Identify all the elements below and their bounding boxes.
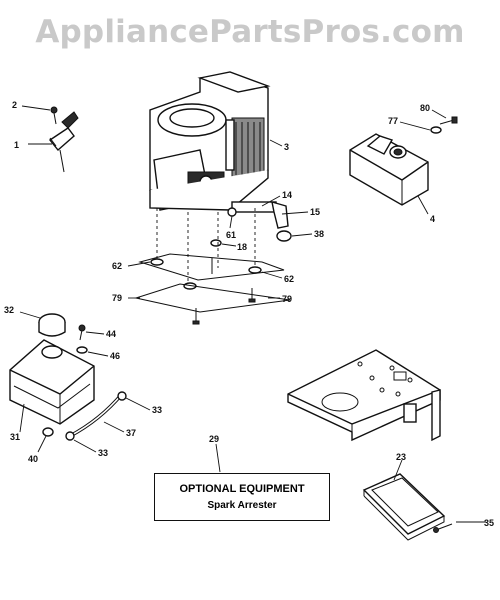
elbow-fitting-15[interactable] bbox=[231, 201, 289, 229]
throttle-control[interactable] bbox=[48, 111, 79, 173]
callout-77: 77 bbox=[388, 116, 398, 126]
washer-18[interactable] bbox=[210, 239, 222, 247]
screw-35[interactable] bbox=[433, 523, 453, 533]
callout-14: 14 bbox=[282, 190, 292, 200]
optional-equipment-title: OPTIONAL EQUIPMENT bbox=[179, 483, 305, 495]
bolt-79b[interactable] bbox=[248, 288, 256, 303]
engine[interactable] bbox=[149, 71, 271, 211]
callout-33b: 33 bbox=[98, 448, 108, 458]
callout-3: 3 bbox=[284, 142, 289, 152]
washer-77[interactable] bbox=[430, 126, 442, 134]
washer-46[interactable] bbox=[76, 346, 88, 354]
callout-37: 37 bbox=[126, 428, 136, 438]
fuel-line-37[interactable] bbox=[69, 392, 124, 438]
washer-61[interactable] bbox=[227, 207, 237, 217]
callout-44: 44 bbox=[106, 329, 116, 339]
fuel-cap[interactable] bbox=[38, 313, 66, 337]
callout-79a: 79 bbox=[112, 293, 122, 303]
callout-38: 38 bbox=[314, 229, 324, 239]
callout-35: 35 bbox=[484, 518, 494, 528]
callout-62a: 62 bbox=[112, 261, 122, 271]
bolt-80[interactable] bbox=[439, 116, 458, 125]
callout-61: 61 bbox=[226, 230, 236, 240]
callout-1: 1 bbox=[14, 140, 19, 150]
optional-equipment-box: OPTIONAL EQUIPMENT Spark Arrester bbox=[154, 473, 330, 521]
clamp-33b[interactable] bbox=[65, 431, 75, 441]
fuel-tank[interactable] bbox=[9, 339, 95, 425]
callout-2: 2 bbox=[12, 100, 17, 110]
callout-32: 32 bbox=[4, 305, 14, 315]
callout-18: 18 bbox=[237, 242, 247, 252]
callout-33a: 33 bbox=[152, 405, 162, 415]
callout-79b: 79 bbox=[282, 294, 292, 304]
spark-arrester-label: Spark Arrester bbox=[207, 500, 277, 511]
callout-31: 31 bbox=[10, 432, 20, 442]
engine-mount-frame[interactable] bbox=[287, 349, 441, 442]
nut-38[interactable] bbox=[276, 230, 292, 242]
watermark: AppliancePartsPros.com bbox=[35, 14, 465, 50]
screw-part-2[interactable] bbox=[50, 106, 58, 125]
spark-arrester[interactable] bbox=[362, 473, 446, 541]
callout-62b: 62 bbox=[284, 274, 294, 284]
washer-62a[interactable] bbox=[150, 258, 164, 266]
callout-4: 4 bbox=[430, 214, 435, 224]
screw-44[interactable] bbox=[78, 324, 86, 341]
bolt-79a[interactable] bbox=[192, 308, 200, 325]
callout-80: 80 bbox=[420, 103, 430, 113]
washer-62b[interactable] bbox=[248, 266, 262, 274]
callout-46: 46 bbox=[110, 351, 120, 361]
muffler[interactable] bbox=[349, 133, 429, 206]
callout-40: 40 bbox=[28, 454, 38, 464]
washer-40[interactable] bbox=[42, 427, 54, 437]
clamp-33a[interactable] bbox=[117, 391, 127, 401]
callout-15: 15 bbox=[310, 207, 320, 217]
callout-23: 23 bbox=[396, 452, 406, 462]
callout-29: 29 bbox=[209, 434, 219, 444]
